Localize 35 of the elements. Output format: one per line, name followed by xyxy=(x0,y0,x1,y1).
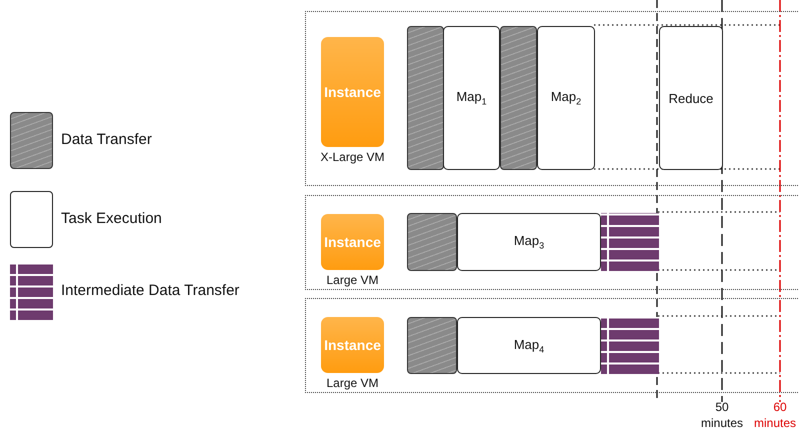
time-label: minutes xyxy=(700,416,744,430)
legend-label: Intermediate Data Transfer xyxy=(61,282,240,299)
time-label: 60 xyxy=(773,400,787,414)
node-label: Instance xyxy=(324,337,381,353)
legend-label: Task Execution xyxy=(61,210,162,227)
data-transfer-block xyxy=(500,26,537,170)
vm-lane xyxy=(305,298,799,393)
node-label: Map$_{4}$ xyxy=(514,336,544,354)
data-transfer-block xyxy=(407,317,457,374)
node-label: Reduce xyxy=(668,90,714,106)
task-box xyxy=(659,26,723,170)
vm-size-label: X-Large VM xyxy=(319,150,386,164)
task-box xyxy=(457,317,601,374)
node-label: Map$_{2}$ xyxy=(550,89,582,107)
legend-label: Data Transfer xyxy=(61,131,152,148)
task-box xyxy=(537,26,595,170)
instance-box xyxy=(321,214,384,270)
instance-box xyxy=(321,37,384,147)
vm-lane xyxy=(305,195,799,290)
vm-lane xyxy=(305,11,799,186)
vm-size-label: Large VM xyxy=(325,273,380,287)
time-label: minutes xyxy=(754,416,796,430)
task-box xyxy=(443,26,500,170)
data-transfer-block xyxy=(407,213,457,271)
time-label: 50 xyxy=(715,400,729,414)
vm-size-label: Large VM xyxy=(325,376,380,390)
instance-box xyxy=(321,317,384,373)
intermediate-transfer-block xyxy=(601,317,659,374)
node-label: Instance xyxy=(324,84,381,100)
node-label: Map$_{3}$ xyxy=(514,233,544,251)
intermediate-transfer-block xyxy=(601,213,659,271)
node-label: Map$_{1}$ xyxy=(456,89,487,107)
data-transfer-block xyxy=(407,26,444,170)
task-box xyxy=(457,213,601,271)
node-label: Instance xyxy=(324,234,381,250)
